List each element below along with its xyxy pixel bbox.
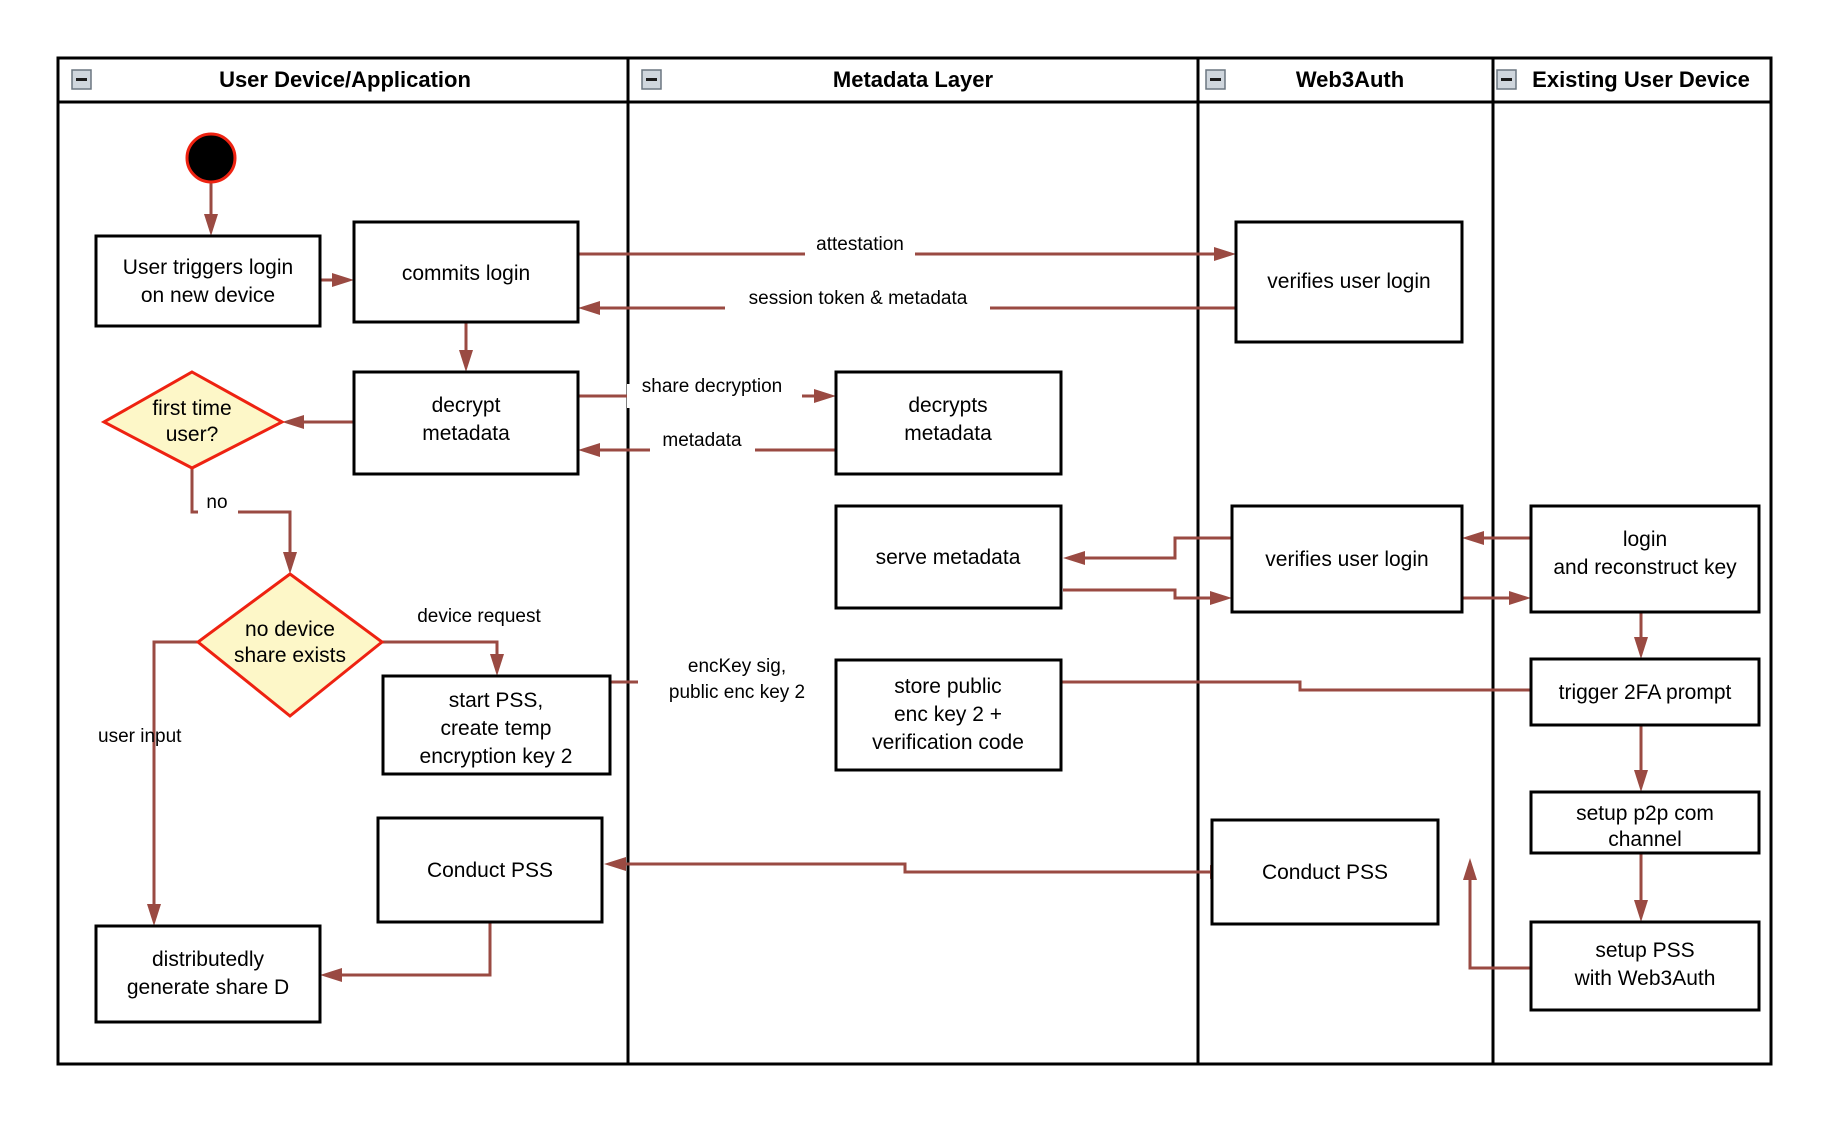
node-store-public-enc-key[interactable]: store public enc key 2 + verification co…: [834, 658, 1063, 772]
edge-login-reconstruct-to-verifies-mid: [1462, 531, 1531, 545]
collapse-minus-icon[interactable]: [1496, 69, 1517, 90]
node-decrypt-metadata[interactable]: decrypt metadata: [352, 370, 580, 476]
node-trigger-2fa-prompt[interactable]: trigger 2FA prompt: [1529, 657, 1761, 727]
node-distributedly-generate-share-d[interactable]: distributedly generate share D: [94, 924, 322, 1024]
edge-setup-p2p-to-setup-pss: [1634, 853, 1648, 922]
node-setup-pss-line-2: with Web3Auth: [1574, 967, 1716, 990]
node-store-public-enc-key-line-3: verification code: [872, 731, 1024, 754]
node-verifies-user-login-mid-label: verifies user login: [1265, 548, 1428, 571]
node-first-time-user-line-1: first time: [152, 397, 231, 420]
edge-label-user-input: user input: [98, 726, 182, 747]
edge-decrypt-to-first-time-user: [282, 415, 354, 429]
lane-user-device-header[interactable]: [56, 56, 630, 104]
edge-user-triggers-to-commits: [320, 273, 354, 287]
node-user-triggers-login-line-1: User triggers login: [123, 256, 293, 279]
edge-no-device-share-to-generate-share-d: user input: [98, 640, 198, 926]
edge-label-enckey-sig: encKey sig,: [688, 656, 786, 677]
edge-commits-to-decrypt-metadata: [459, 322, 473, 372]
edge-login-reconstruct-to-trigger-2fa: [1634, 612, 1648, 659]
node-user-triggers-login-line-2: on new device: [141, 284, 275, 307]
node-login-reconstruct-line-1: login: [1623, 528, 1667, 551]
edge-first-time-to-no-device-share: no: [190, 468, 297, 574]
node-no-device-share-line-2: share exists: [234, 644, 346, 667]
node-trigger-2fa-prompt-label: trigger 2FA prompt: [1559, 681, 1732, 704]
node-setup-p2p-com-channel[interactable]: setup p2p com channel: [1529, 790, 1761, 855]
node-start-pss-line-3: encryption key 2: [420, 745, 573, 768]
lane-existing-device-header[interactable]: [1491, 56, 1773, 104]
edge-setup-pss-to-conduct-pss-web3auth: [1463, 858, 1531, 970]
edge-decrypts-to-decrypt-metadata: metadata: [578, 430, 836, 462]
edge-label-device-request: device request: [417, 606, 541, 627]
lane-user-device-title: User Device/Application: [219, 67, 471, 92]
lane-metadata-header[interactable]: [626, 56, 1200, 104]
edge-trigger-2fa-to-setup-p2p: [1634, 725, 1648, 792]
node-decrypts-metadata-line-2: metadata: [904, 422, 992, 445]
edge-label-no: no: [206, 492, 227, 513]
edge-commits-to-verifies-attestation: attestation: [578, 234, 1236, 266]
node-decrypt-metadata-line-1: decrypt: [432, 394, 501, 417]
node-conduct-pss-web3auth-label: Conduct PSS: [1262, 861, 1388, 884]
lane-web3auth-title: Web3Auth: [1296, 67, 1404, 92]
edge-label-metadata: metadata: [662, 430, 742, 451]
edge-label-public-enc-key-2: public enc key 2: [669, 682, 805, 703]
edge-start-to-user-triggers-login: [204, 182, 218, 236]
edge-verifies-mid-to-serve-metadata: [1063, 536, 1232, 565]
node-serve-metadata-label: serve metadata: [876, 546, 1021, 569]
node-start-pss-line-1: start PSS,: [449, 689, 544, 712]
node-conduct-pss-user-label: Conduct PSS: [427, 859, 553, 882]
collapse-minus-icon[interactable]: [71, 69, 92, 90]
collapse-minus-icon[interactable]: [1205, 69, 1226, 90]
node-setup-p2p-line-2: channel: [1608, 828, 1682, 851]
node-commits-login-label: commits login: [402, 262, 530, 285]
node-decrypts-metadata[interactable]: decrypts metadata: [834, 370, 1063, 476]
edge-conduct-pss-user-to-generate-share-d: [320, 922, 492, 982]
node-store-public-enc-key-line-2: enc key 2 +: [894, 703, 1002, 726]
edge-no-device-share-to-start-pss: device request: [382, 606, 542, 676]
node-setup-pss-with-web3auth[interactable]: setup PSS with Web3Auth: [1529, 920, 1761, 1012]
node-start-pss[interactable]: start PSS, create temp encryption key 2: [381, 674, 612, 776]
node-serve-metadata[interactable]: serve metadata: [834, 504, 1063, 610]
node-setup-p2p-line-1: setup p2p com: [1576, 802, 1714, 825]
lane-existing-device-title: Existing User Device: [1532, 67, 1750, 92]
node-conduct-pss-user-device[interactable]: Conduct PSS: [376, 816, 604, 924]
node-decrypts-metadata-line-1: decrypts: [908, 394, 987, 417]
node-first-time-user-line-2: user?: [166, 423, 219, 446]
edge-serve-metadata-to-verifies-mid: [1063, 588, 1232, 605]
edge-conduct-pss-web3auth-to-conduct-pss-user: [604, 857, 1218, 874]
node-verifies-user-login-mid[interactable]: verifies user login: [1230, 504, 1464, 614]
node-setup-pss-line-1: setup PSS: [1595, 939, 1694, 962]
node-login-reconstruct-line-2: and reconstruct key: [1553, 556, 1737, 579]
edge-label-session-token: session token & metadata: [749, 288, 968, 309]
node-login-and-reconstruct-key[interactable]: login and reconstruct key: [1529, 504, 1761, 614]
node-conduct-pss-web3auth[interactable]: Conduct PSS: [1210, 818, 1440, 926]
node-first-time-user[interactable]: first time user?: [100, 370, 286, 470]
node-verifies-user-login-top[interactable]: verifies user login: [1234, 220, 1464, 344]
collapse-minus-icon[interactable]: [641, 69, 662, 90]
node-decrypt-metadata-line-2: metadata: [422, 422, 510, 445]
node-no-device-share-line-1: no device: [245, 618, 335, 641]
edge-verifies-to-commits-session-token: session token & metadata: [578, 288, 1236, 320]
node-generate-share-d-line-1: distributedly: [152, 948, 265, 971]
edge-decrypt-to-decrypts-share-decryption: share decryption: [578, 376, 836, 408]
node-user-triggers-login[interactable]: User triggers login on new device: [94, 234, 322, 328]
node-generate-share-d-line-2: generate share D: [127, 976, 289, 999]
node-start-pss-line-2: create temp: [441, 717, 552, 740]
edge-start-pss-to-store-public-enc-key: encKey sig, public enc key 2: [610, 656, 838, 708]
node-store-public-enc-key-line-1: store public: [894, 675, 1001, 698]
node-commits-login[interactable]: commits login: [352, 220, 580, 324]
node-verifies-user-login-top-label: verifies user login: [1267, 270, 1430, 293]
edge-verifies-mid-to-login-reconstruct: [1462, 591, 1531, 605]
edge-label-attestation: attestation: [816, 234, 904, 255]
edge-label-share-decryption: share decryption: [642, 376, 782, 397]
node-no-device-share-exists[interactable]: no device share exists: [195, 572, 385, 718]
start-node[interactable]: [185, 132, 237, 184]
lane-metadata-title: Metadata Layer: [833, 67, 994, 92]
